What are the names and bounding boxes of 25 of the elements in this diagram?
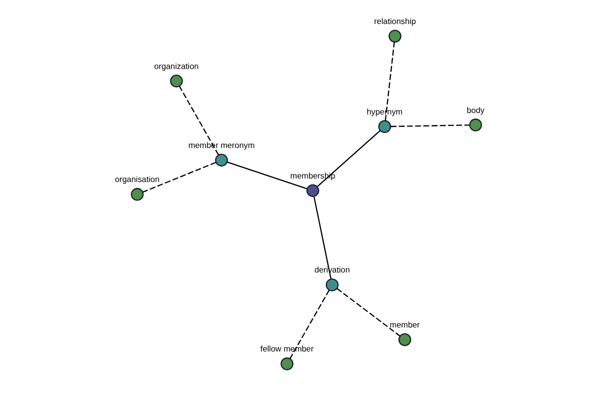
node-circle bbox=[215, 154, 228, 167]
connector bbox=[142, 162, 216, 193]
node-label: relationship bbox=[374, 16, 416, 26]
node-label: organization bbox=[154, 62, 199, 71]
node-circle bbox=[469, 118, 482, 132]
connector bbox=[314, 196, 332, 280]
node-circle bbox=[388, 30, 402, 43]
connector bbox=[226, 161, 307, 190]
node-label: organisation bbox=[114, 175, 160, 184]
connector bbox=[390, 124, 470, 128]
node-label: hypernym bbox=[366, 107, 403, 116]
node-circle bbox=[398, 333, 412, 346]
node-circle bbox=[378, 120, 392, 134]
connector bbox=[178, 86, 220, 156]
connector bbox=[290, 290, 330, 359]
node-circle bbox=[280, 357, 294, 370]
node-label: member bbox=[390, 320, 420, 330]
node-label: body bbox=[466, 106, 484, 115]
node-circle bbox=[130, 188, 144, 201]
connector bbox=[336, 288, 400, 336]
connector bbox=[317, 130, 381, 187]
node-circle bbox=[326, 278, 339, 292]
node-circle bbox=[306, 184, 320, 198]
connector bbox=[384, 42, 395, 121]
node-circle bbox=[170, 74, 183, 88]
